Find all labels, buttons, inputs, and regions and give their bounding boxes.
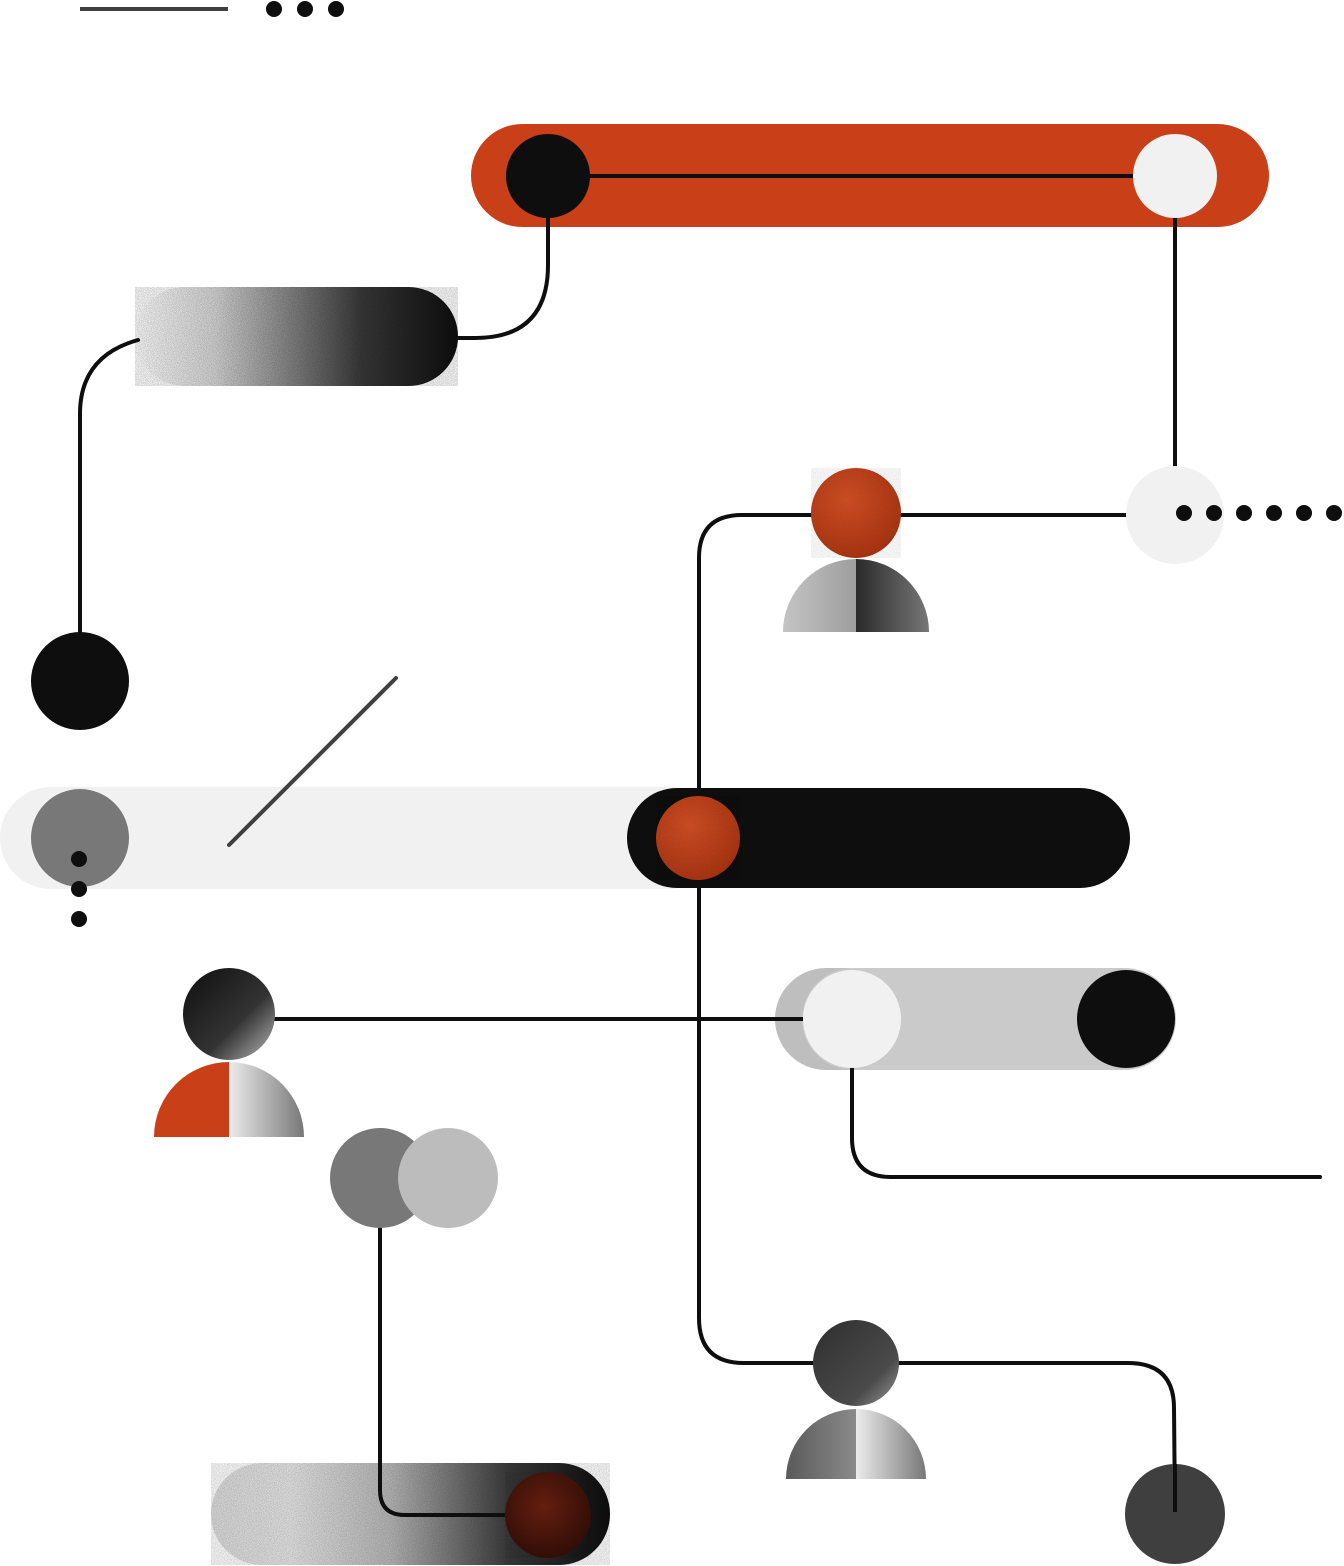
black-node (506, 134, 590, 218)
leader-dot (1266, 505, 1282, 521)
white-node-gray-pill (803, 970, 901, 1068)
diagonal-stroke (227, 676, 398, 847)
person-head (813, 1320, 899, 1406)
white-node (1133, 134, 1217, 218)
person-body-left (786, 1409, 856, 1479)
dark-gray-node (1125, 1464, 1225, 1564)
large-black-node (31, 632, 129, 730)
connector-left-drop (78, 338, 140, 635)
leader-dot (71, 851, 87, 867)
leader-dot (71, 911, 87, 927)
black-node-gray-pill (1077, 970, 1175, 1068)
header-marks (80, 1, 344, 17)
person-body-left (154, 1062, 229, 1137)
person-body-right (856, 1409, 926, 1479)
gray-node (31, 789, 129, 887)
person-icon (154, 968, 304, 1137)
leader-dot (71, 881, 87, 897)
leader-dot (1326, 505, 1342, 521)
pale-pill (0, 787, 720, 889)
person-body-right (856, 559, 929, 632)
connector-left-branch (456, 174, 550, 340)
person-head (183, 968, 275, 1060)
pale-node (1126, 466, 1224, 564)
connector-gray-pill-drop (850, 1067, 1322, 1179)
header-dot (297, 1, 313, 17)
connector-bottom-left (378, 1176, 552, 1517)
leader-dot (1236, 505, 1252, 521)
connector-lines (78, 174, 1322, 1517)
leader-dot (1176, 505, 1192, 521)
dark-red-grain-node (505, 1472, 591, 1558)
black-pill (627, 788, 1130, 888)
header-dot (328, 1, 344, 17)
leader-dot (1206, 505, 1222, 521)
person-body-right (229, 1062, 304, 1137)
gray-pill (802, 968, 1176, 1070)
connector-mid-row (697, 513, 1177, 1514)
person-body-left (783, 559, 856, 632)
person-icon (783, 468, 929, 632)
dot-leader-down (71, 851, 87, 927)
person-head (811, 468, 901, 558)
leader-dot (1296, 505, 1312, 521)
dot-leader-right (1176, 505, 1342, 521)
header-dot (266, 1, 282, 17)
gradient-pill-top (135, 287, 458, 386)
overlap-light-circle (398, 1128, 498, 1228)
person-icon (786, 1320, 926, 1479)
red-grain-node (656, 796, 740, 880)
